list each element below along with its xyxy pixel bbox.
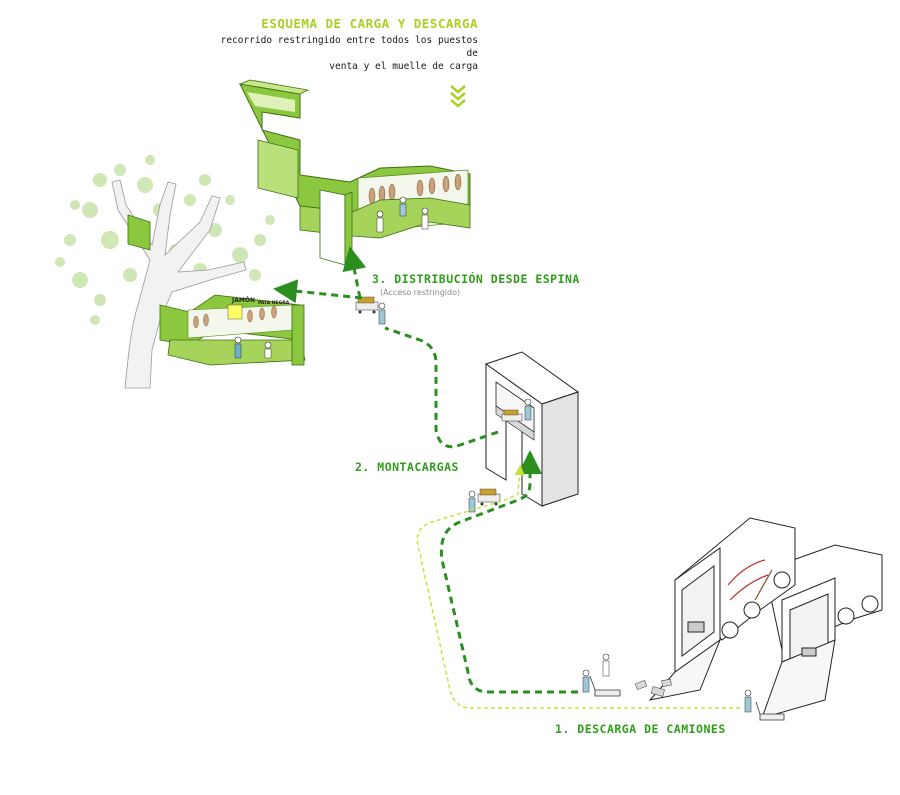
pallet-jack-icon: [589, 675, 785, 721]
step-3-note: (Acceso restringido): [380, 288, 461, 297]
stall-sign-jamon: JAMÓN: [231, 297, 255, 304]
step-2-label: 2. Montacargas: [355, 460, 459, 474]
route-to-spine: [273, 279, 363, 304]
spine-module-top: [238, 79, 471, 266]
subtitle-line-2: venta y el muelle de carga: [329, 61, 478, 72]
truck-front: [648, 517, 796, 701]
person-icon: [376, 196, 429, 233]
person-icon: [582, 653, 752, 713]
tree-trunk: [111, 179, 247, 389]
truck-logo: [727, 559, 773, 601]
route-distribution: [384, 326, 499, 449]
step-1-label: 1. Descarga de camiones: [555, 722, 726, 736]
person-icon: [468, 490, 476, 513]
stall-sign-pata-negra: PATA NEGRA: [258, 300, 290, 306]
subtitle-line-1: recorrido restringido entre todos los pu…: [220, 35, 478, 59]
chevron-down-icon: [450, 85, 466, 108]
cart-icon: [355, 296, 379, 314]
cart-icon: [501, 409, 523, 422]
step-3-label: 3. Distribución desde espina: [372, 272, 580, 286]
person-icon: [524, 398, 532, 421]
route-light-return: [416, 464, 740, 709]
person-icon: [234, 336, 272, 359]
freight-elevator: [484, 351, 580, 507]
diagram-title: Esquema de carga y descarga: [261, 16, 478, 31]
box-icon: [634, 678, 672, 697]
route-to-top-module: [342, 246, 367, 299]
person-icon: [378, 302, 386, 325]
diagram-subtitle: recorrido restringido entre todos los pu…: [210, 34, 478, 73]
cart-icon: [477, 488, 501, 506]
